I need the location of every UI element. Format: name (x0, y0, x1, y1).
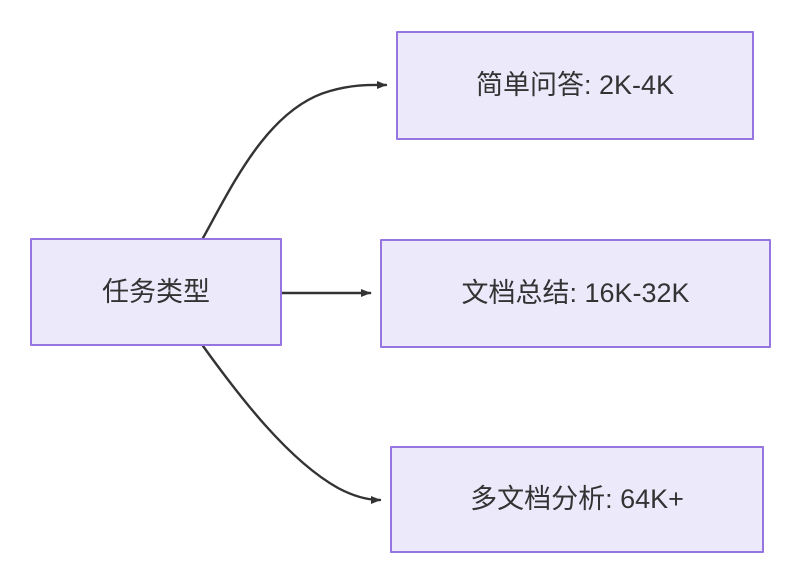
edge-root-to-simple-qa (201, 80, 388, 240)
node-document-summary[interactable]: 文档总结: 16K-32K (380, 239, 771, 348)
node-multi-document-analysis[interactable]: 多文档分析: 64K+ (390, 446, 764, 553)
edge-root-to-multi-doc (201, 344, 382, 504)
node-root-label: 任务类型 (102, 276, 210, 307)
node-document-summary-label: 文档总结: 16K-32K (461, 278, 690, 309)
node-simple-qa-label: 简单问答: 2K-4K (475, 70, 675, 101)
node-root-task-type[interactable]: 任务类型 (30, 238, 282, 346)
node-simple-qa[interactable]: 简单问答: 2K-4K (396, 31, 754, 140)
node-multi-document-analysis-label: 多文档分析: 64K+ (470, 484, 684, 515)
